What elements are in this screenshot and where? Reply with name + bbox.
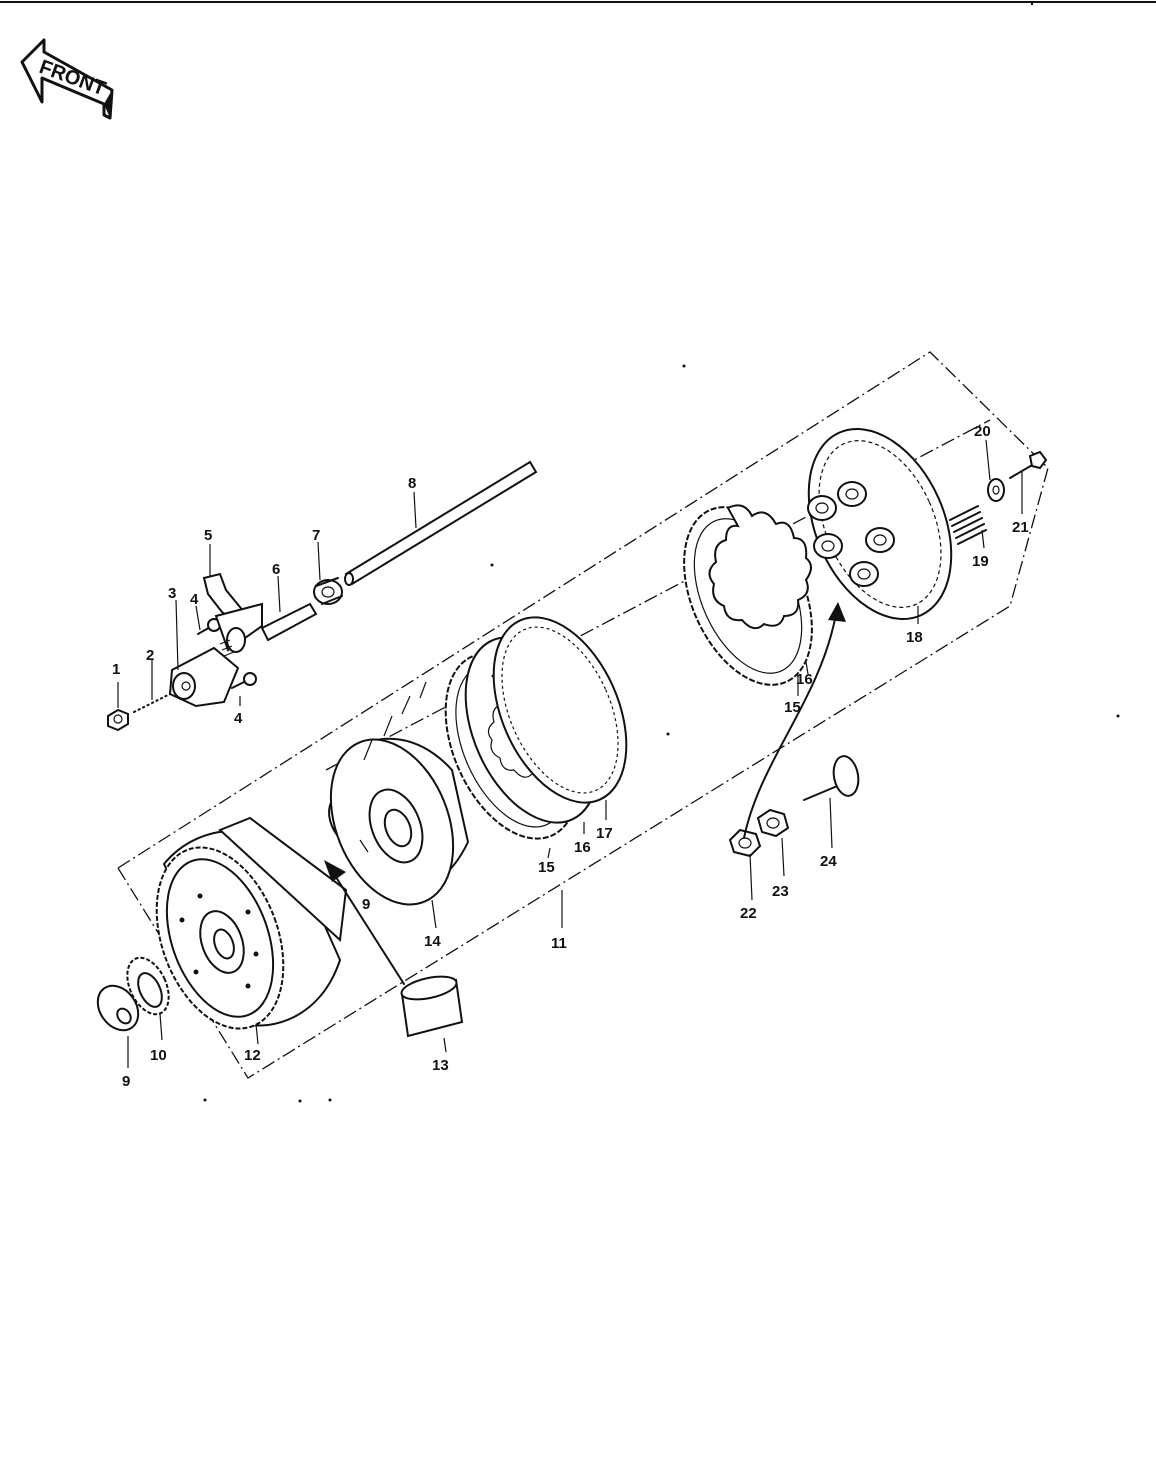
part-9-washer-left (96, 984, 140, 1032)
part-8-long-pushrod (344, 460, 538, 586)
label-part-9-left: 9 (122, 1073, 130, 1090)
part-1-nut (107, 708, 129, 732)
front-badge-label: FRONT (36, 56, 108, 100)
part-13-sleeve (400, 975, 464, 1038)
label-part-1: 1 (112, 661, 120, 678)
label-part-21: 21 (1012, 519, 1029, 536)
label-part-3: 3 (168, 585, 176, 602)
part-17-pressure-ring-center (492, 616, 628, 804)
label-part-11: 11 (551, 935, 567, 952)
label-part-18: 18 (906, 629, 923, 646)
label-part-5: 5 (204, 527, 212, 544)
part-7-bearing (313, 577, 343, 605)
label-part-9-center: 9 (362, 896, 370, 913)
label-part-15-upper: 15 (784, 699, 801, 716)
label-part-12: 12 (244, 1047, 261, 1064)
part-16-steel-plate-upper (708, 504, 812, 630)
part-6-pushrod-pin (260, 602, 318, 642)
label-part-17: 17 (596, 825, 613, 842)
part-23-nut (756, 808, 790, 838)
part-20-spring-washer (987, 478, 1005, 502)
label-part-13: 13 (432, 1057, 449, 1074)
assembly-arrow-sleeve (324, 860, 405, 985)
label-part-8: 8 (408, 475, 416, 492)
part-number-labels: 1 2 3 4 4 5 6 7 8 9 9 10 11 12 13 14 15 … (112, 423, 1029, 1090)
label-part-16-upper: 16 (796, 671, 813, 688)
front-arrow-icon (20, 38, 114, 120)
label-part-20: 20 (974, 423, 991, 440)
label-part-4-upper: 4 (190, 591, 199, 608)
part-21-spring-bolt (1009, 450, 1048, 479)
part-14-clutch-hub (329, 681, 470, 906)
part-10-small-gear (126, 956, 170, 1016)
assembly-outline (117, 351, 1049, 1079)
label-part-14: 14 (424, 933, 441, 950)
label-part-23: 23 (772, 883, 789, 900)
label-part-22: 22 (740, 905, 757, 922)
label-part-4-lower: 4 (234, 710, 243, 727)
label-part-2: 2 (146, 647, 154, 664)
part-3-release-housing (168, 646, 240, 708)
label-part-24: 24 (820, 853, 837, 870)
label-part-19: 19 (972, 553, 989, 570)
label-part-15-center: 15 (538, 859, 555, 876)
part-5-release-lever (202, 572, 263, 657)
part-24-pushrod-head (803, 755, 860, 801)
print-specks (203, 2, 1120, 1103)
part-12-clutch-housing (155, 816, 348, 1030)
label-part-16-center: 16 (574, 839, 591, 856)
assembly-arrow-pressure (743, 602, 846, 839)
label-part-6: 6 (272, 561, 280, 578)
label-part-10: 10 (150, 1047, 167, 1064)
part-4-screw-lower (231, 672, 257, 689)
leader-lines (117, 439, 1023, 1068)
label-part-7: 7 (312, 527, 320, 544)
part-18-pressure-plate (807, 428, 953, 620)
part-19-clutch-spring (949, 505, 987, 545)
front-direction-badge: FRONT (20, 38, 114, 120)
part-4-screw-upper (197, 618, 221, 635)
